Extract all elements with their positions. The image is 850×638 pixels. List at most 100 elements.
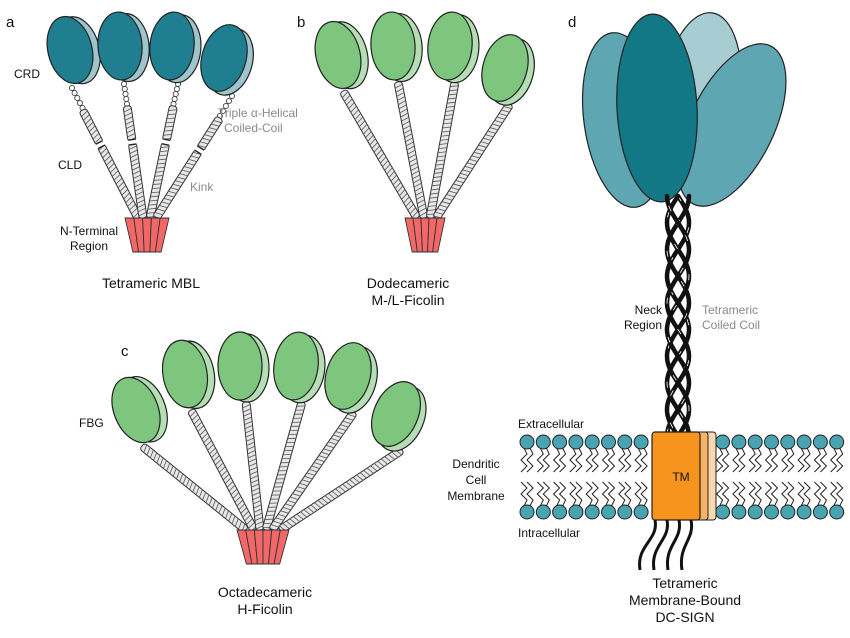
lipid-tail: [835, 481, 844, 507]
neck-bead: [225, 97, 233, 105]
neck-bead: [172, 90, 179, 98]
lipid-tail: [748, 481, 756, 507]
coil-stroke: [384, 456, 392, 463]
coil-stroke: [276, 478, 285, 480]
head-front-lobe: [161, 339, 209, 409]
coil-stroke: [146, 447, 151, 456]
coil-stroke: [418, 207, 427, 213]
coil-stroke: [446, 101, 456, 104]
neck-bead: [120, 80, 128, 88]
coil-stroke: [162, 460, 167, 469]
coil-stroke: [264, 518, 274, 520]
coil-stroke: [202, 137, 211, 141]
coil-stroke: [333, 434, 342, 438]
coil-stroke: [161, 201, 170, 205]
coil-stroke: [443, 122, 452, 125]
coil-stroke: [106, 159, 113, 166]
coil-stroke: [123, 108, 132, 113]
lipid-head: [829, 504, 845, 520]
coil-stroke: [131, 207, 138, 215]
coil-stroke: [409, 162, 418, 167]
coil-stroke: [437, 151, 447, 154]
coil-stroke: [186, 162, 195, 166]
coil-stroke: [431, 184, 441, 187]
coil-stroke: [446, 194, 455, 198]
lipid-head: [519, 434, 535, 450]
coil-stroke: [123, 192, 130, 200]
coil-stroke: [270, 524, 279, 528]
coil-stroke: [246, 518, 253, 525]
coil-stroke: [289, 496, 299, 500]
stalk: [340, 89, 420, 220]
coil-stroke: [246, 441, 255, 446]
coil-stroke: [253, 504, 262, 509]
coil-stroke: [375, 149, 383, 157]
coil-stroke: [403, 196, 410, 204]
coil-stroke: [377, 152, 385, 160]
coil-stroke: [307, 506, 315, 513]
coil-stroke: [234, 496, 242, 503]
coil-stroke: [316, 458, 325, 462]
coil-stroke: [164, 129, 173, 132]
lipid-tail: [754, 481, 762, 507]
coil-stroke: [432, 180, 441, 183]
lipid-tail: [575, 481, 583, 507]
lipid-tail: [813, 481, 822, 507]
coil-stroke: [215, 502, 220, 511]
lipid-head: [617, 434, 633, 450]
coil-stroke: [415, 191, 424, 196]
lipid-head: [812, 504, 828, 520]
coil-stroke: [365, 131, 372, 138]
coil-label-line2: Coiled Coil: [702, 318, 761, 332]
neck-highlight: [666, 195, 690, 437]
lipid-tail: [634, 447, 642, 473]
coil-stroke: [94, 136, 102, 144]
coil-stroke: [228, 484, 236, 492]
coil-stroke: [453, 183, 462, 187]
coil-stroke: [489, 127, 499, 131]
coil-stroke: [154, 175, 164, 177]
coil-stroke: [284, 450, 293, 452]
coil-stroke: [356, 116, 364, 124]
coil-stroke: [401, 192, 408, 200]
coil-stroke: [402, 120, 410, 126]
crd-head: [217, 331, 270, 403]
lipid-head: [552, 434, 568, 450]
coil-stroke: [473, 151, 483, 155]
coil-stroke: [199, 141, 209, 145]
coil-stroke: [127, 200, 134, 207]
lipid-tail: [732, 447, 740, 473]
coil-stroke: [462, 169, 471, 173]
crd-label: CRD: [14, 67, 40, 81]
lipid-head: [764, 434, 779, 450]
crd-head: [314, 20, 369, 90]
coil-stroke: [380, 458, 388, 465]
coil-stroke: [314, 502, 322, 509]
coil-stroke: [205, 440, 212, 447]
coil-stroke: [215, 458, 222, 466]
coil-stroke: [398, 104, 407, 110]
coil-stroke: [325, 444, 335, 449]
coil-stroke: [309, 469, 318, 473]
coil-stroke: [145, 216, 155, 218]
coil-stroke: [192, 484, 197, 493]
kink-mark: [161, 142, 170, 147]
coil-stroke: [306, 472, 315, 476]
coil-stroke: [416, 195, 424, 200]
coil-stroke: [449, 89, 458, 92]
coil-stroke: [348, 102, 355, 109]
coil-stroke: [269, 502, 278, 504]
coil-stroke: [388, 171, 395, 178]
crd-head: [97, 11, 150, 83]
head-front-lobe: [46, 15, 94, 85]
coil-stroke: [494, 120, 503, 124]
stalk: [145, 105, 178, 219]
coil-stroke: [102, 151, 109, 159]
lipid-tail: [585, 481, 593, 507]
coil-stroke: [168, 190, 177, 194]
lipid-tail: [819, 481, 828, 507]
coil-stroke: [182, 476, 187, 485]
coil-stroke: [232, 492, 240, 499]
coil-stroke: [335, 488, 343, 495]
